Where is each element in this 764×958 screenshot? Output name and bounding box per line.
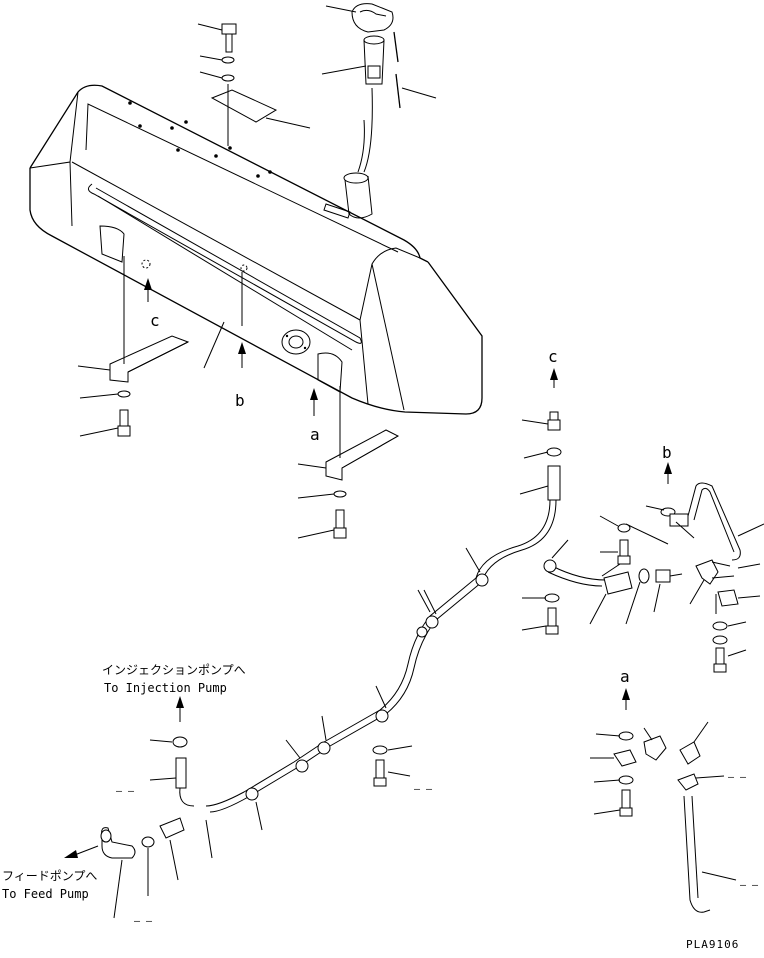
- label-a-tank: a: [310, 425, 320, 444]
- arrow-b-pipe: b: [662, 443, 672, 484]
- c-fitting-stack: [519, 411, 562, 501]
- dash-mark-inj: – –: [116, 786, 135, 797]
- fuel-tank: [29, 84, 483, 415]
- gauge-flange: [281, 329, 311, 355]
- label-c-pipe: c: [548, 347, 558, 366]
- b-fitting-assembly: [599, 482, 764, 577]
- top-bolt-stack: [197, 23, 311, 146]
- label-a-pipe: a: [620, 667, 630, 686]
- label-b-tank: b: [235, 391, 245, 410]
- tank-bracket: [210, 89, 278, 123]
- arrow-a-pipe: a: [620, 667, 630, 710]
- filler-cap: [351, 3, 394, 33]
- filler-strainer: [363, 39, 385, 85]
- arrow-a-tank: a: [310, 388, 320, 444]
- label-b-pipe: b: [662, 443, 672, 462]
- left-support: [77, 256, 190, 437]
- arrow-b-tank: b: [235, 342, 246, 410]
- filler-cap-assembly: [321, 3, 437, 109]
- c-left-bolt-stack: [521, 593, 560, 635]
- to-injection-pump-callout: インジェクションポンプへ To Injection Pump: [102, 663, 246, 722]
- filler-neck: [323, 87, 373, 219]
- injection-fitting-stack: – –: [116, 736, 195, 807]
- dash-mark-mid: – –: [414, 784, 433, 795]
- to-feed-pump-callout: フィードポンプへ To Feed Pump: [2, 845, 99, 901]
- right-bracket-tab: [317, 352, 343, 393]
- tank-mount-holes: [128, 101, 272, 178]
- left-bracket-tab: [99, 225, 125, 263]
- arrow-c-tank: c: [144, 278, 160, 330]
- a-fitting-assembly: – – – –: [590, 721, 759, 913]
- arrow-c-pipe: c: [548, 347, 558, 388]
- filter-sequence: [589, 559, 761, 625]
- main-fuel-line: [205, 499, 607, 859]
- dash-mark-feed: – –: [134, 916, 153, 927]
- dash-mark-a: – –: [728, 772, 747, 783]
- right-support: [297, 386, 400, 539]
- label-c-tank: c: [150, 311, 160, 330]
- drawing-code: PLA9106: [686, 938, 739, 951]
- feed-side-fittings: – –: [100, 817, 185, 927]
- feed-pump-jp: フィードポンプへ: [2, 869, 97, 883]
- injection-pump-en: To Injection Pump: [104, 681, 227, 695]
- feed-pump-en: To Feed Pump: [2, 887, 89, 901]
- b-bolt-stack: [712, 589, 761, 673]
- dash-mark-hose: – –: [740, 880, 759, 891]
- injection-pump-jp: インジェクションポンプへ: [102, 663, 246, 677]
- pipe-mid-bolt-stack: – –: [372, 745, 433, 795]
